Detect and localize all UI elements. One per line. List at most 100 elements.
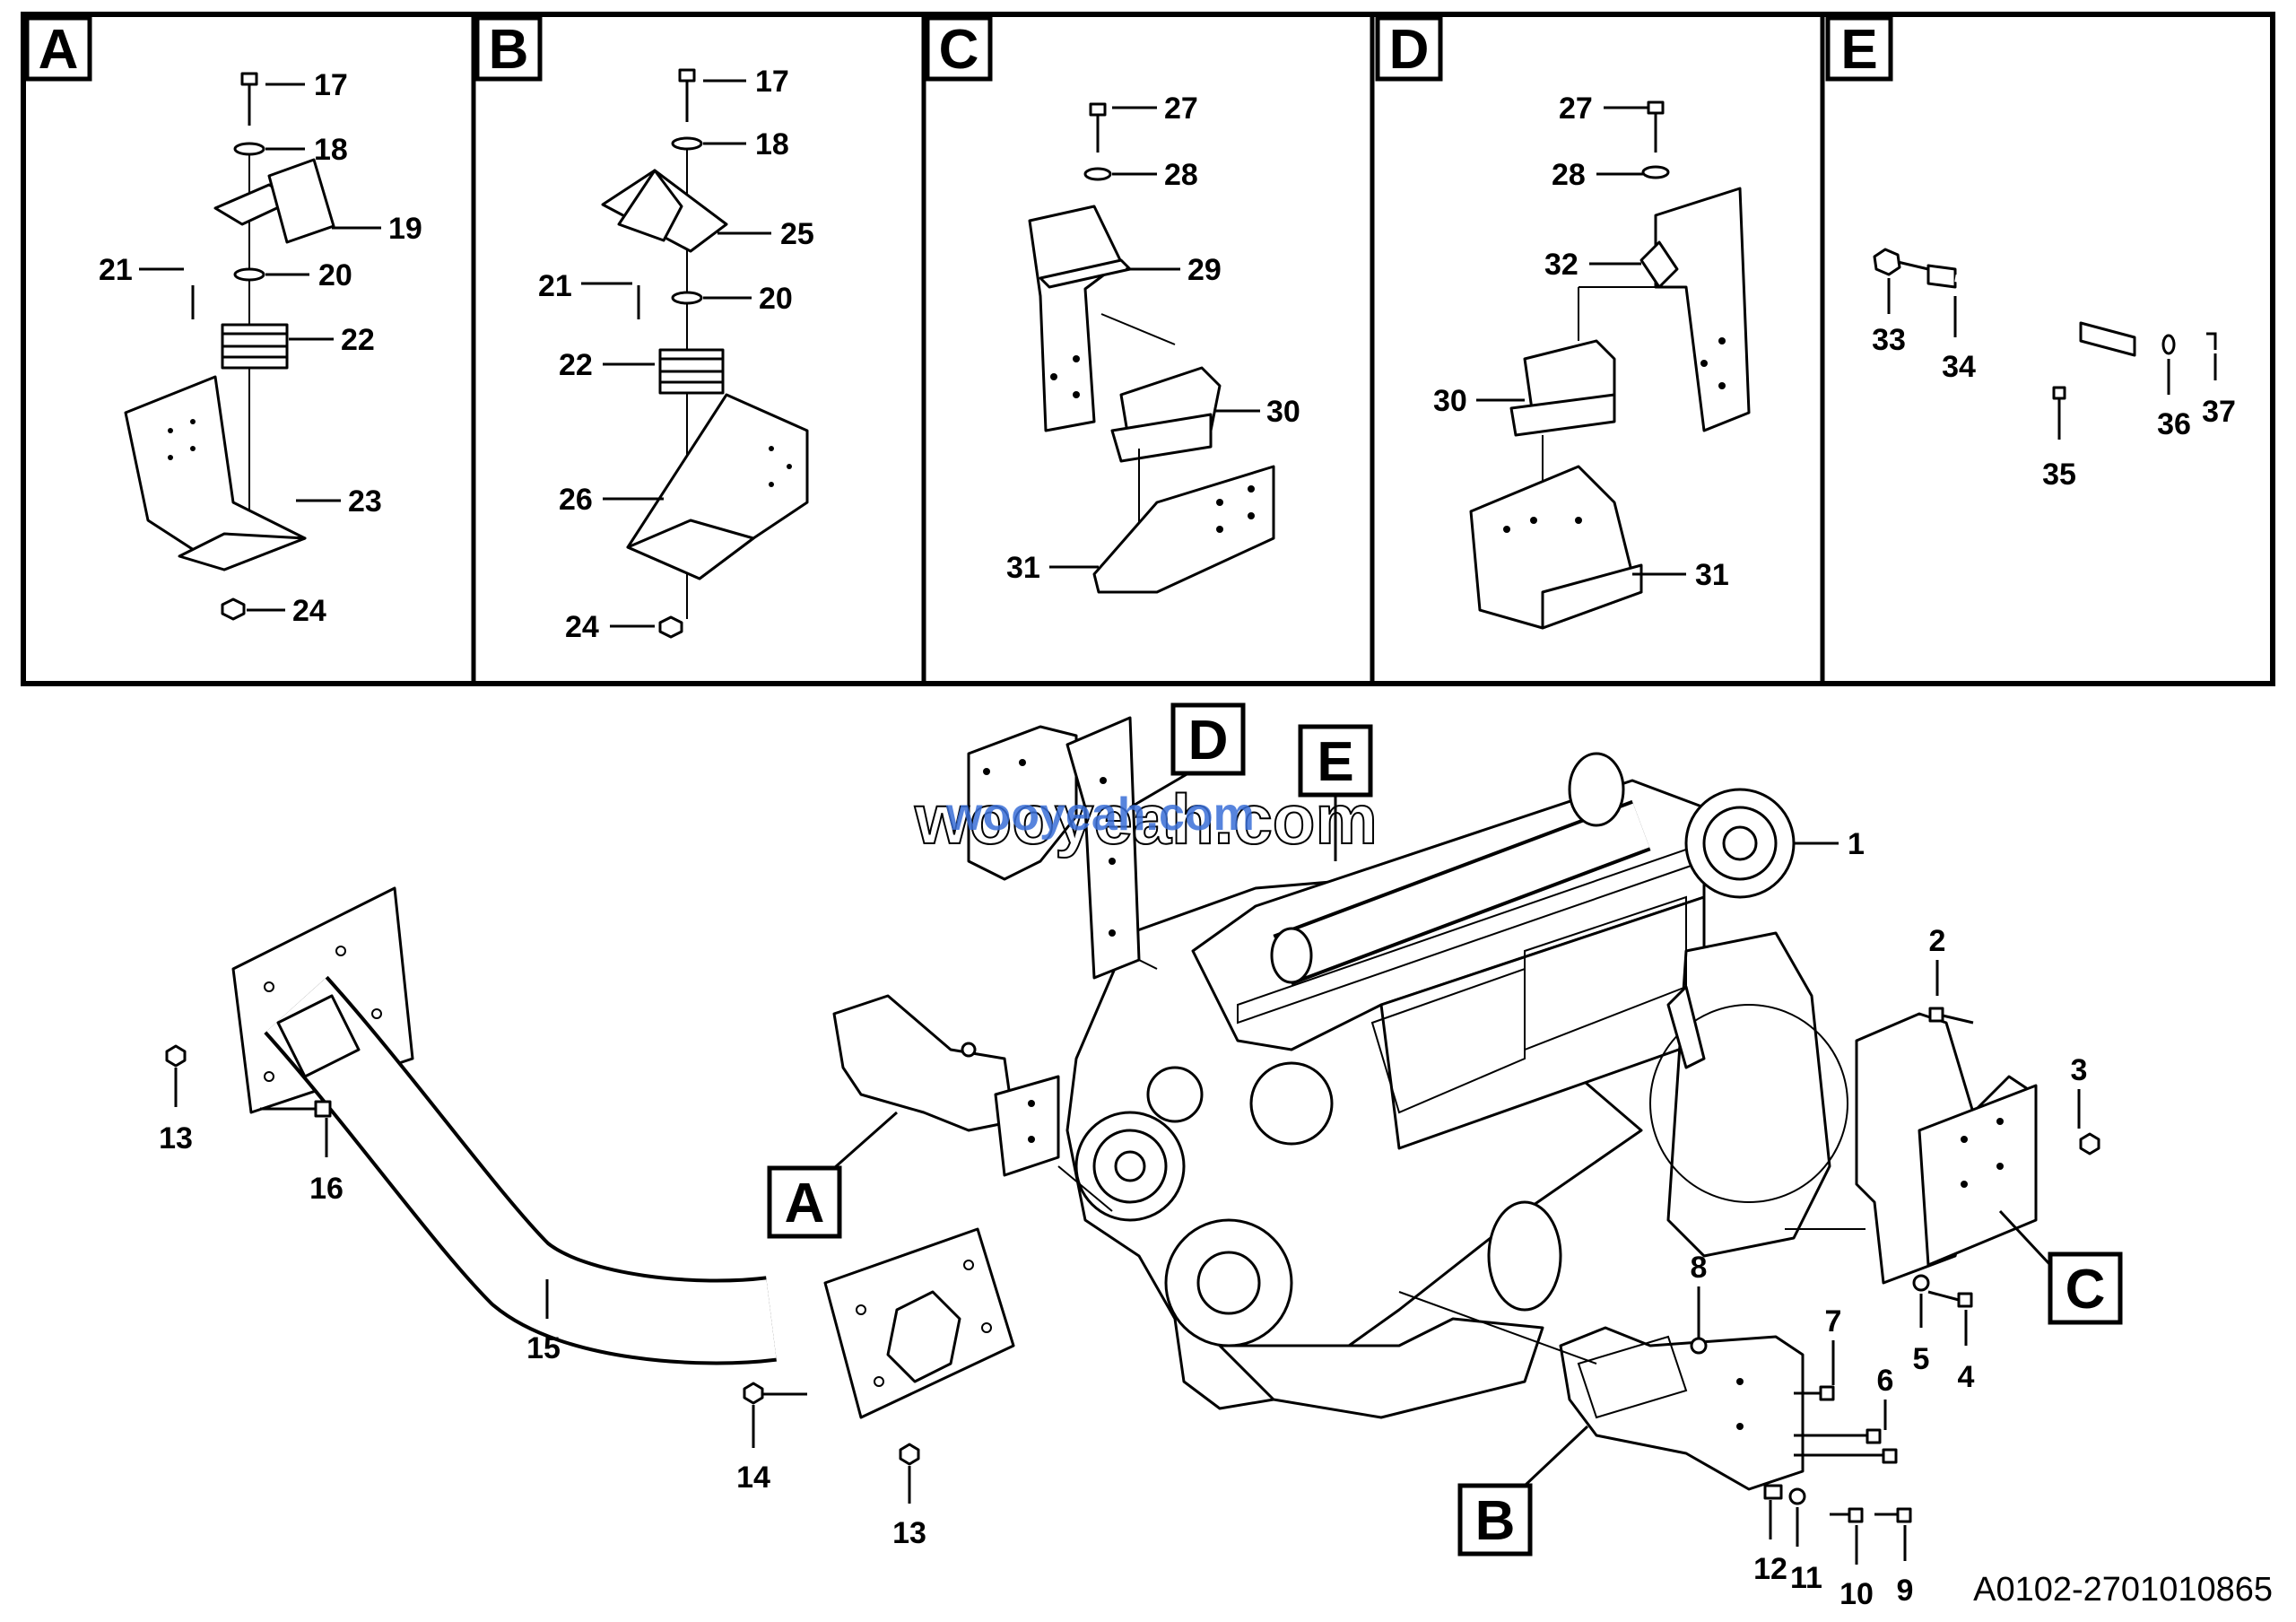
callout-22: 22 (559, 348, 593, 382)
callout-34: 34 (1942, 350, 1976, 384)
svg-text:E: E (1317, 731, 1353, 793)
callout-27: 27 (1164, 92, 1198, 126)
pipe-assembly-drawing (1873, 248, 2217, 440)
callout-28: 28 (1164, 158, 1198, 192)
panel-a: A 17 18 19 21 (24, 15, 422, 628)
callout-31: 31 (1695, 558, 1729, 592)
panel-d-letter: D (1389, 19, 1430, 81)
panel-e-letter-box (1825, 15, 1893, 82)
panel-d: D 27 28 32 (1375, 15, 1751, 630)
panel-e-letter: E (1840, 19, 1877, 81)
callout-20: 20 (759, 282, 793, 316)
panel-d-letter-box (1375, 15, 1443, 82)
callout-33: 33 (1872, 323, 1906, 357)
callout-25: 25 (780, 217, 814, 251)
callout-5: 5 (1913, 1342, 1930, 1376)
panel-c: C 27 28 29 (925, 15, 1300, 594)
bolt-drawing (233, 72, 265, 556)
callout-23: 23 (348, 484, 382, 519)
callout-12: 12 (1753, 1552, 1787, 1586)
callout-30: 30 (1266, 395, 1300, 429)
callout-32: 32 (1544, 248, 1578, 282)
callout-26: 26 (559, 483, 593, 517)
exhaust-pipe-drawing (165, 886, 1015, 1466)
svg-text:C: C (2066, 1259, 2106, 1321)
callout-21: 21 (538, 269, 572, 303)
bracket-hardware-drawing (1690, 1007, 2100, 1523)
callout-24: 24 (292, 594, 326, 628)
callout-2: 2 (1929, 924, 1946, 958)
rear-bracket-d-drawing (967, 716, 1158, 980)
bolt-drawing (1083, 102, 1112, 181)
callout-14: 14 (736, 1461, 770, 1495)
detail-label-e: E (1298, 724, 1373, 861)
callout-11: 11 (1790, 1561, 1822, 1595)
bottom-bracket-b-drawing (1398, 1291, 1805, 1491)
callout-31: 31 (1006, 551, 1040, 585)
callout-35: 35 (2042, 458, 2076, 492)
callout-1: 1 (1848, 827, 1865, 861)
callout-10: 10 (1839, 1577, 1874, 1611)
detail-label-a: A (767, 1111, 898, 1239)
panel-a-letter-box (24, 15, 92, 82)
support-bracket-drawing (124, 375, 307, 621)
front-bracket-a-drawing (832, 994, 1113, 1212)
detail-label-d: D (1129, 702, 1246, 809)
support-bracket-drawing (1469, 465, 1643, 630)
callout-16: 16 (309, 1172, 344, 1206)
callout-6: 6 (1877, 1364, 1894, 1398)
watermark: wooyeah.com wooyeah.com (913, 779, 1378, 859)
panel-c-letter-box (925, 15, 993, 82)
bracket-drawing (1578, 187, 1751, 432)
callout-28: 28 (1552, 158, 1586, 192)
callout-24: 24 (565, 610, 599, 644)
callout-22: 22 (341, 323, 375, 357)
mount-plate-drawing (191, 158, 335, 370)
watermark-text: wooyeah.com (945, 789, 1255, 841)
mount-block-drawing (1110, 366, 1222, 538)
callout-13: 13 (159, 1121, 193, 1155)
callout-29: 29 (1187, 253, 1222, 287)
bolt-drawing (1641, 100, 1670, 179)
detail-label-c: C (1998, 1209, 2123, 1325)
detail-label-b: B (1457, 1425, 1589, 1557)
callout-36: 36 (2157, 407, 2191, 441)
callout-13b: 13 (892, 1516, 926, 1550)
support-bracket-drawing (626, 393, 809, 639)
callout-8: 8 (1691, 1251, 1708, 1285)
svg-text:B: B (1475, 1490, 1516, 1552)
callout-19: 19 (388, 212, 422, 246)
mount-block-drawing (1509, 339, 1616, 610)
svg-text:A: A (785, 1173, 825, 1234)
detail-panels-frame (21, 12, 2275, 686)
callout-9: 9 (1897, 1574, 1914, 1608)
callout-7: 7 (1825, 1304, 1842, 1339)
engine-drawing (1065, 752, 1848, 1419)
callout-3: 3 (2071, 1053, 2088, 1087)
callout-20: 20 (318, 258, 352, 292)
drawing-code: A0102-2701010865 (1973, 1571, 2273, 1609)
svg-text:wooyeah.com: wooyeah.com (914, 780, 1378, 859)
callout-37: 37 (2202, 395, 2236, 429)
callout-18: 18 (314, 133, 348, 167)
panel-b-letter: B (489, 19, 529, 81)
panel-a-letter: A (39, 19, 79, 81)
callout-17: 17 (755, 65, 789, 99)
callout-27: 27 (1559, 92, 1593, 126)
callout-15: 15 (526, 1331, 561, 1365)
bracket-drawing (1028, 205, 1176, 432)
main-callouts: 1 2 3 4 5 6 7 8 9 10 11 12 13 14 15 16 1… (159, 827, 2087, 1611)
callout-17: 17 (314, 68, 348, 102)
panel-e: E 33 34 35 36 37 (1825, 15, 2236, 492)
panel-b-letter-box (474, 15, 543, 82)
panel-b: B 17 18 25 21 20 (474, 15, 814, 644)
mount-plate-drawing (601, 169, 728, 395)
support-bracket-drawing (1092, 465, 1275, 594)
callout-18: 18 (755, 127, 789, 161)
callout-4: 4 (1958, 1360, 1975, 1394)
callout-30: 30 (1433, 384, 1467, 418)
callout-21: 21 (99, 253, 133, 287)
panel-c-letter: C (939, 19, 979, 81)
svg-text:D: D (1188, 710, 1229, 772)
